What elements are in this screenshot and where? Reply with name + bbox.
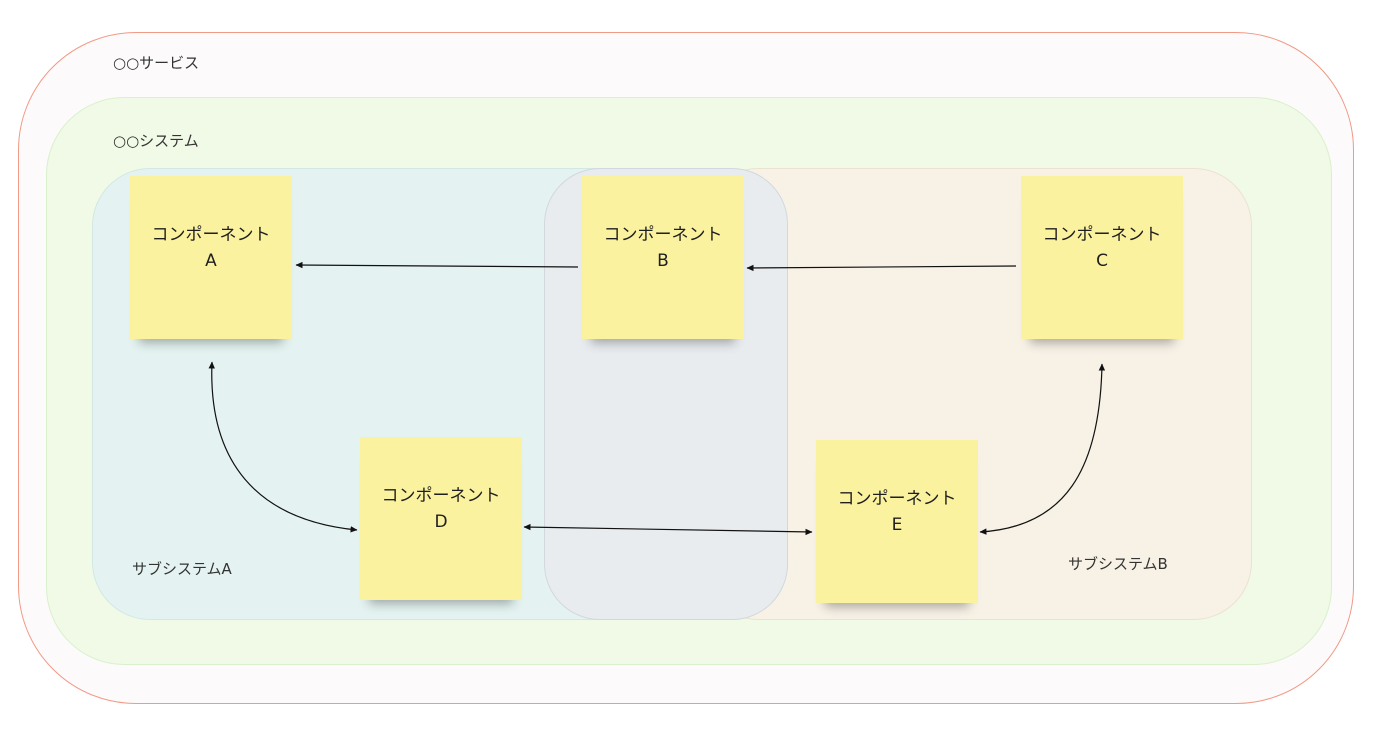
component-e-note[interactable]: コンポーネント E [816, 440, 978, 603]
component-b-note[interactable]: コンポーネント B [582, 176, 744, 339]
connector-a-d [208, 361, 358, 533]
component-a-title: コンポーネント [151, 224, 271, 245]
subsystem-b-label: サブシステムB [1068, 555, 1168, 573]
component-a-id: A [205, 250, 217, 271]
component-d-title: コンポーネント [381, 485, 501, 506]
service-label: ○○サービス [113, 54, 200, 72]
component-c-note[interactable]: コンポーネント C [1021, 176, 1183, 339]
system-label: ○○システム [113, 132, 199, 150]
connector-c-e [979, 363, 1106, 535]
component-c-title: コンポーネント [1042, 224, 1162, 245]
connector-d-e [523, 523, 813, 536]
connector-b-to-a [295, 261, 579, 269]
component-a-note[interactable]: コンポーネント A [130, 176, 292, 339]
component-b-title: コンポーネント [603, 224, 723, 245]
component-b-id: B [657, 250, 669, 271]
component-e-title: コンポーネント [837, 488, 957, 509]
component-d-id: D [434, 511, 448, 532]
connector-c-to-b [746, 264, 1017, 272]
subsystem-a-label: サブシステムA [132, 560, 232, 578]
component-e-id: E [891, 514, 903, 535]
component-d-note[interactable]: コンポーネント D [360, 437, 522, 600]
component-c-id: C [1096, 250, 1108, 271]
